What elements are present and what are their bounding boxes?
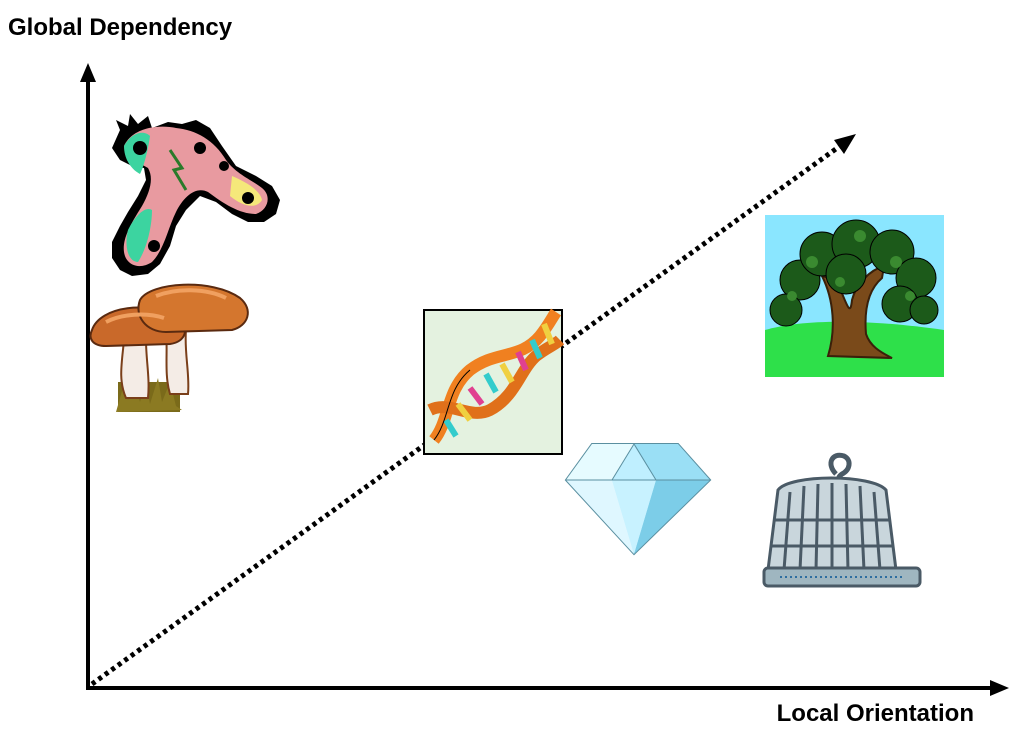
x-axis-label: Local Orientation — [776, 700, 974, 727]
axes — [80, 63, 1009, 696]
amoeba-cell-icon — [112, 114, 280, 276]
y-axis-arrowhead — [80, 63, 96, 82]
birdcage-icon — [762, 452, 922, 588]
dna-helix-icon — [423, 308, 565, 455]
diamond-icon — [564, 443, 712, 556]
y-axis-label: Global Dependency — [8, 14, 233, 41]
x-axis-arrowhead — [990, 680, 1009, 696]
diagonal-trend-arrow — [90, 134, 856, 687]
tree-icon — [765, 215, 944, 377]
mushrooms-icon — [89, 283, 249, 412]
